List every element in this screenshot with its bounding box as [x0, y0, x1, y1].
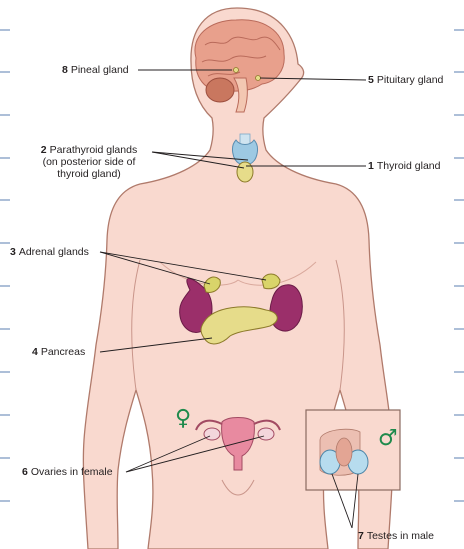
pituitary-dot: [256, 76, 261, 81]
label-text-line2: (on posterior side of: [22, 156, 156, 168]
label-text: Pancreas: [41, 346, 85, 358]
label-number: 2: [41, 144, 47, 156]
parathyroid: [237, 162, 253, 182]
male-symbol-icon: ♂: [378, 428, 398, 450]
pineal-dot: [234, 68, 239, 73]
label-text: Parathyroid glands: [50, 144, 138, 156]
kidney-right: [270, 285, 302, 331]
ovary-left: [204, 428, 220, 440]
label-number: 6: [22, 466, 28, 478]
adrenal-right: [262, 274, 280, 289]
label-text: Thyroid gland: [377, 160, 441, 172]
penis: [336, 438, 352, 466]
label-number: 7: [358, 530, 364, 542]
label-number: 1: [368, 160, 374, 172]
label-number: 8: [62, 64, 68, 76]
female-symbol-icon: ♀: [175, 408, 191, 430]
label-text: Pituitary gland: [377, 74, 444, 86]
ovary-right: [258, 428, 274, 440]
label-number: 3: [10, 246, 16, 258]
label-text: Adrenal glands: [19, 246, 89, 258]
label-text: Pineal gland: [71, 64, 129, 76]
label-number: 4: [32, 346, 38, 358]
label-text: Testes in male: [367, 530, 434, 542]
label-text-line3: thyroid gland): [22, 168, 156, 180]
label-text: Ovaries in female: [31, 466, 113, 478]
cerebellum: [206, 78, 234, 102]
label-number: 5: [368, 74, 374, 86]
